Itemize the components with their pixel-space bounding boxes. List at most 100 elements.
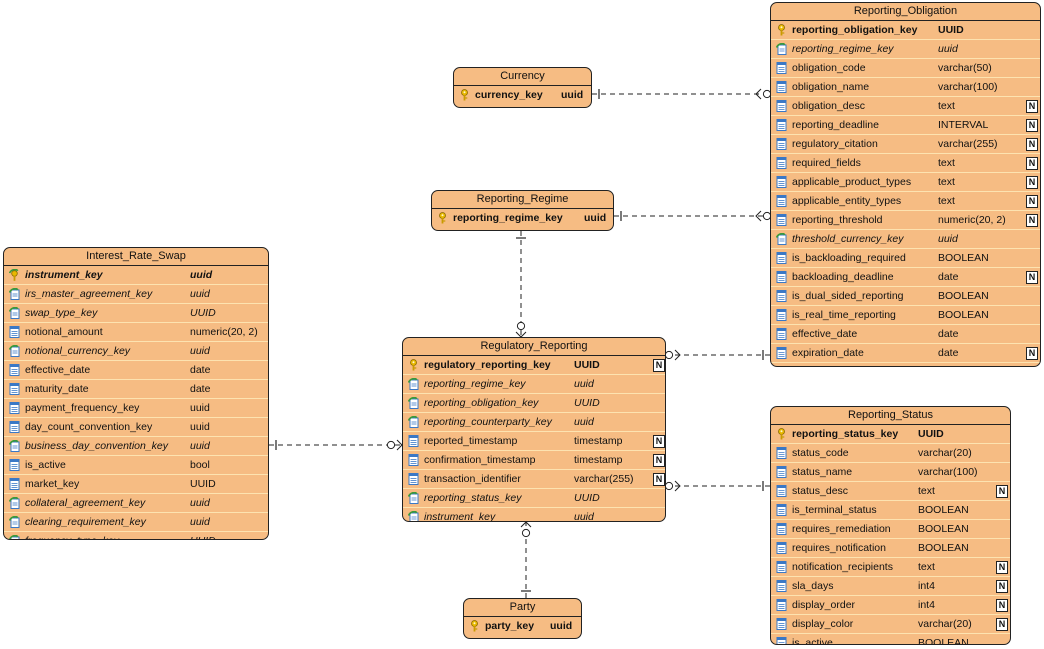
- column-type: uuid: [190, 288, 210, 300]
- primary-key-icon: [437, 212, 448, 224]
- column-icon: [776, 157, 787, 169]
- column-name: party_key: [485, 620, 535, 632]
- column-name: sla_days: [792, 580, 834, 592]
- column-type: varchar(100): [918, 466, 978, 478]
- foreign-key-column-icon: [775, 232, 787, 245]
- column-name: status_desc: [792, 485, 849, 497]
- column-type: BOOLEAN: [918, 523, 969, 535]
- column-name: transaction_identifier: [424, 473, 521, 485]
- column-name: collateral_agreement_key: [25, 497, 146, 509]
- column-name: status_code: [792, 447, 849, 459]
- column-name: reporting_regime_key: [453, 212, 563, 224]
- foreign-key-column-icon: [8, 534, 20, 539]
- nullable-flag-icon: N: [1026, 271, 1038, 284]
- column-icon: [776, 523, 787, 535]
- column-icon: [776, 504, 787, 516]
- nullable-flag-icon: N: [996, 485, 1008, 498]
- primary-key-icon: [776, 24, 787, 36]
- column-type: BOOLEAN: [918, 504, 969, 516]
- column-name: regulatory_reporting_key: [424, 359, 551, 371]
- column-type: timestamp: [574, 435, 623, 447]
- column-type: text: [938, 157, 955, 169]
- party-title: Party: [464, 599, 581, 617]
- optional-end-circle: [521, 528, 531, 538]
- column-name: threshold_currency_key: [792, 233, 904, 245]
- column-type: date: [938, 271, 959, 283]
- column-icon: [408, 454, 419, 466]
- nullable-flag-icon: N: [996, 580, 1008, 593]
- column-type: UUID: [190, 532, 216, 539]
- column-type: UUID: [574, 492, 600, 504]
- column-name: reported_timestamp: [424, 435, 518, 447]
- column-name: swap_type_key: [25, 307, 98, 319]
- column-icon: [9, 478, 20, 490]
- column-type: date: [190, 364, 211, 376]
